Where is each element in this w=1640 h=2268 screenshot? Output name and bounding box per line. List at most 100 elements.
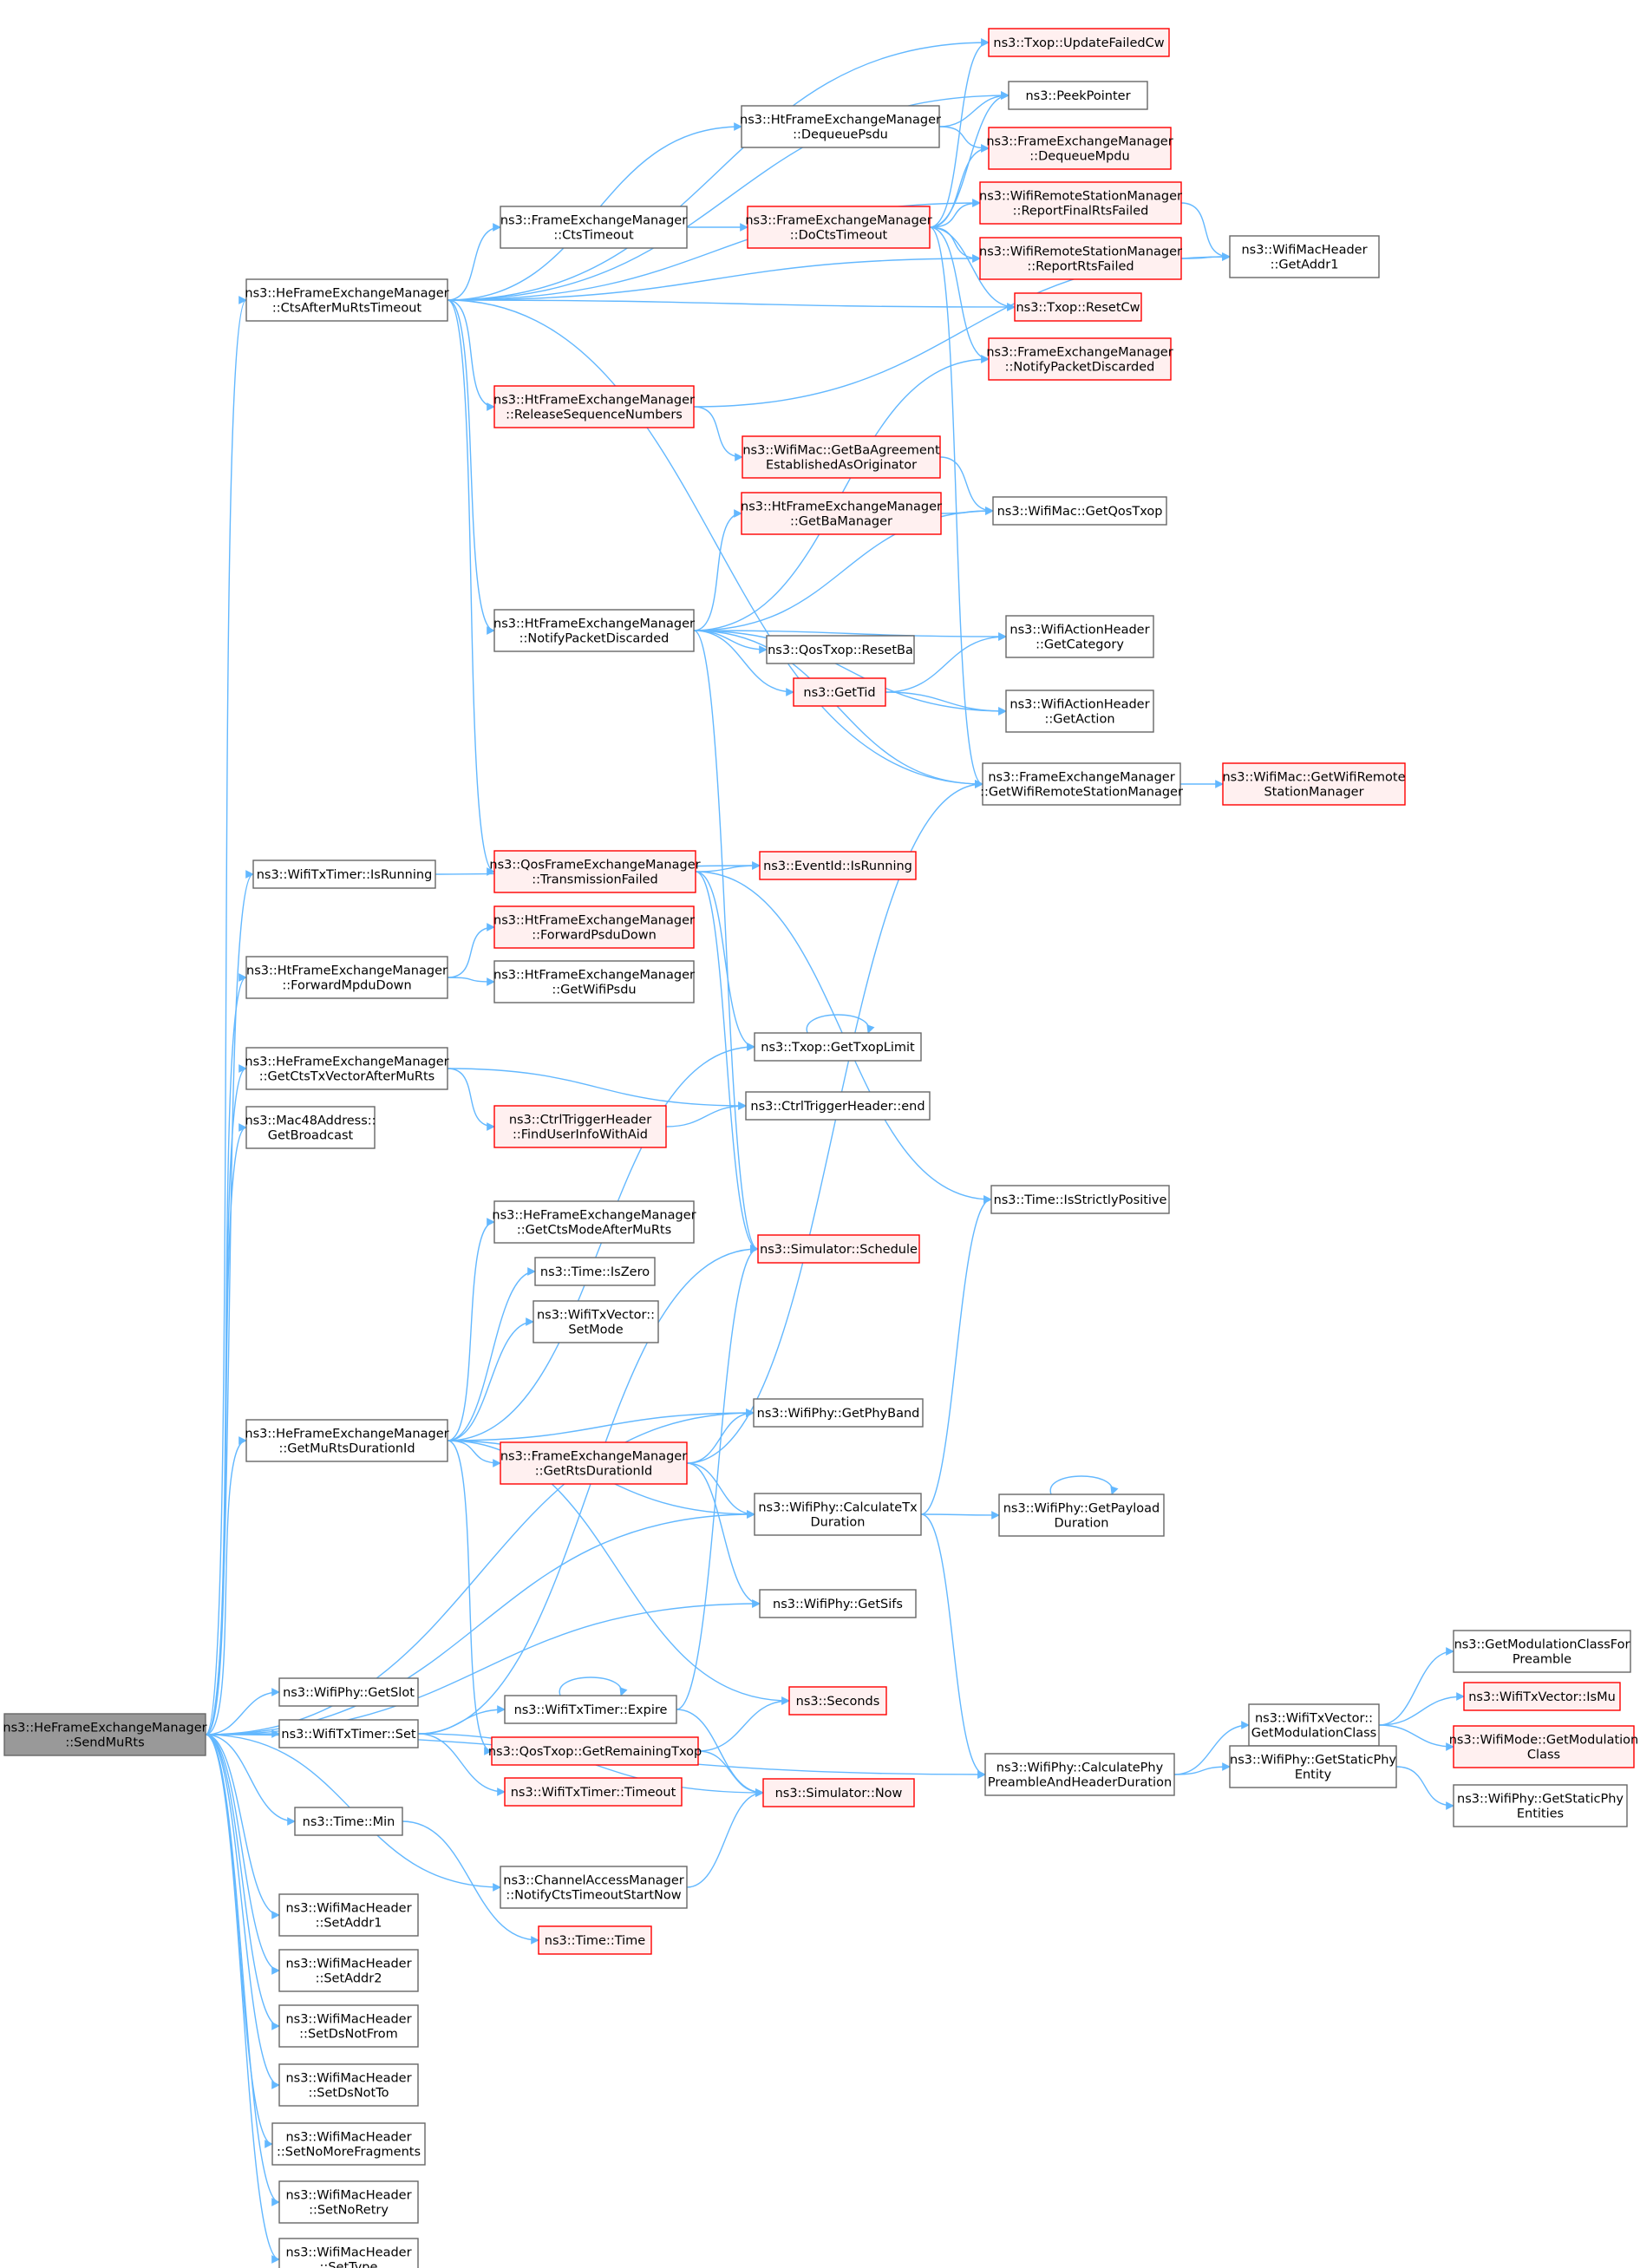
node-qostxop_resetba[interactable]: ns3::QosTxop::ResetBa xyxy=(766,635,915,664)
node-gettid[interactable]: ns3::GetTid xyxy=(793,677,886,707)
node-sendmurts[interactable]: ns3::HeFrameExchangeManager::SendMuRts xyxy=(3,1713,207,1756)
node-setnoretry[interactable]: ns3::WifiMacHeader::SetNoRetry xyxy=(278,2180,419,2224)
node-label: ::ForwardMpduDown xyxy=(282,979,411,993)
node-box xyxy=(245,1419,448,1462)
node-ctrltrig_end[interactable]: ns3::CtrlTriggerHeader::end xyxy=(745,1091,931,1121)
node-ht_releaseseq[interactable]: ns3::HtFrameExchangeManager::ReleaseSequ… xyxy=(493,385,695,428)
node-rsm_reportfinalrts[interactable]: ns3::WifiRemoteStationManager::ReportFin… xyxy=(979,181,1182,225)
node-setnomorefrag[interactable]: ns3::WifiMacHeader::SetNoMoreFragments xyxy=(271,2122,426,2166)
node-rsm_reportrtsfailed[interactable]: ns3::WifiRemoteStationManager::ReportRts… xyxy=(979,237,1182,280)
edge-ht_releaseseq-to-wifimac_getbaagreement xyxy=(693,406,743,461)
node-sim_schedule[interactable]: ns3::Simulator::Schedule xyxy=(757,1234,920,1264)
node-getslot[interactable]: ns3::WifiPhy::GetSlot xyxy=(278,1677,419,1707)
node-wifiphy_getphyband[interactable]: ns3::WifiPhy::GetPhyBand xyxy=(753,1398,924,1428)
node-box xyxy=(747,206,931,249)
node-box xyxy=(1222,762,1406,806)
node-txop_gettxoplimit[interactable]: ns3::Txop::GetTxopLimit xyxy=(754,1032,922,1062)
edge-ht_forwardmpdudown-to-ht_forwardpsdudown xyxy=(447,923,495,978)
node-wifimac_getrsm[interactable]: ns3::WifiMac::GetWifiRemoteStationManage… xyxy=(1222,762,1406,806)
node-label: ns3::QosTxop::GetRemainingTxop xyxy=(488,1745,702,1759)
node-txop_updatefailedcw[interactable]: ns3::Txop::UpdateFailedCw xyxy=(988,28,1170,57)
node-txvec_setmode[interactable]: ns3::WifiTxVector::SetMode xyxy=(533,1300,659,1343)
edge-sendmurts-to-setnomorefrag xyxy=(205,1734,273,2148)
node-box xyxy=(252,859,436,889)
node-wifimode_getmodclass[interactable]: ns3::WifiMode::GetModulationClass xyxy=(1449,1725,1639,1768)
node-time_min[interactable]: ns3::Time::Min xyxy=(294,1807,403,1836)
edge-ht_notifypacketdiscarded-to-gettid xyxy=(693,630,794,696)
node-getmurtsdurationid[interactable]: ns3::HeFrameExchangeManager::GetMuRtsDur… xyxy=(245,1419,449,1462)
node-cam_notifycts[interactable]: ns3::ChannelAccessManager::NotifyCtsTime… xyxy=(500,1866,688,1909)
node-wifimac_getqostxop[interactable]: ns3::WifiMac::GetQosTxop xyxy=(992,496,1167,526)
node-ht_notifypacketdiscarded[interactable]: ns3::HtFrameExchangeManager::NotifyPacke… xyxy=(493,609,695,652)
node-wifiphy_getsifs[interactable]: ns3::WifiPhy::GetSifs xyxy=(759,1589,917,1618)
node-wifitxtimer_expire[interactable]: ns3::WifiTxTimer::Expire xyxy=(504,1695,677,1724)
node-ht_forwardmpdudown[interactable]: ns3::HtFrameExchangeManager::ForwardMpdu… xyxy=(245,956,448,999)
node-time_isstrictlypositive[interactable]: ns3::Time::IsStrictlyPositive xyxy=(990,1185,1170,1214)
node-box xyxy=(1014,292,1142,322)
node-wifitxtimer_isrunning[interactable]: ns3::WifiTxTimer::IsRunning xyxy=(252,859,436,889)
node-macheader_getaddr1[interactable]: ns3::WifiMacHeader::GetAddr1 xyxy=(1229,235,1380,278)
node-fem_getrtsdurationid[interactable]: ns3::FrameExchangeManager::GetRtsDuratio… xyxy=(500,1441,688,1485)
node-fem_getwifirsm[interactable]: ns3::FrameExchangeManager::GetWifiRemote… xyxy=(980,762,1183,806)
node-eventid_isrunning[interactable]: ns3::EventId::IsRunning xyxy=(759,851,917,880)
node-qos_transmissionfailed[interactable]: ns3::QosFrameExchangeManager::Transmissi… xyxy=(489,850,701,893)
node-txop_resetcw[interactable]: ns3::Txop::ResetCw xyxy=(1014,292,1142,322)
edge-sendmurts-to-getmurtsdurationid xyxy=(205,1436,247,1735)
node-qos_getremainingtxop[interactable]: ns3::QosTxop::GetRemainingTxop xyxy=(488,1736,702,1766)
node-ctsaftermurts[interactable]: ns3::HeFrameExchangeManager::CtsAfterMuR… xyxy=(245,278,449,322)
node-peekpointer[interactable]: ns3::PeekPointer xyxy=(1008,81,1148,110)
edge-ctsaftermurts-to-fem_getwifirsm xyxy=(447,299,983,788)
edge-fem_getrtsdurationid-to-wifiphy_getsifs xyxy=(686,1462,761,1608)
edge-sendmurts-to-setaddr2 xyxy=(205,1734,280,1975)
node-time_iszero[interactable]: ns3::Time::IsZero xyxy=(534,1257,656,1286)
node-ht_dequeuepsdu[interactable]: ns3::HtFrameExchangeManager::DequeuePsdu xyxy=(740,105,941,148)
node-ht_forwardpsdudown[interactable]: ns3::HtFrameExchangeManager::ForwardPsdu… xyxy=(493,905,695,949)
node-wifimac_getbaagreement[interactable]: ns3::WifiMac::GetBaAgreementEstablishedA… xyxy=(742,435,941,479)
node-setaddr2[interactable]: ns3::WifiMacHeader::SetAddr2 xyxy=(278,1949,419,1992)
edge-getmurtsdurationid-to-getctsmode xyxy=(447,1218,495,1441)
node-txvec_ismu[interactable]: ns3::WifiTxVector::IsMu xyxy=(1463,1682,1621,1711)
node-getctstxvector[interactable]: ns3::HeFrameExchangeManager::GetCtsTxVec… xyxy=(245,1047,449,1090)
node-wifitxtimer_timeout[interactable]: ns3::WifiTxTimer::Timeout xyxy=(504,1777,683,1807)
node-time_time[interactable]: ns3::Time::Time xyxy=(538,1925,652,1955)
node-sim_now[interactable]: ns3::Simulator::Now xyxy=(762,1778,915,1807)
node-actionhdr_getaction[interactable]: ns3::WifiActionHeader::GetAction xyxy=(1005,690,1154,733)
node-ht_getbamanager[interactable]: ns3::HtFrameExchangeManager::GetBaManage… xyxy=(741,492,942,535)
node-setdsnotto[interactable]: ns3::WifiMacHeader::SetDsNotTo xyxy=(278,2063,419,2107)
node-box xyxy=(533,1300,659,1343)
node-fem_ctstimeout[interactable]: ns3::FrameExchangeManager::CtsTimeout xyxy=(500,206,688,249)
node-txvec_getmodclass[interactable]: ns3::WifiTxVector::GetModulationClass xyxy=(1248,1703,1380,1747)
node-fem_notifypacketdiscarded[interactable]: ns3::FrameExchangeManager::NotifyPacketD… xyxy=(986,337,1173,381)
node-wifiphy_calcpreamble[interactable]: ns3::WifiPhy::CalculatePhyPreambleAndHea… xyxy=(984,1753,1175,1796)
node-label: ns3::WifiMacHeader xyxy=(285,2013,411,2027)
node-label: ns3::Seconds xyxy=(796,1695,880,1709)
node-settype[interactable]: ns3::WifiMacHeader::SetType xyxy=(278,2238,419,2268)
node-findusrinfo[interactable]: ns3::CtrlTriggerHeader::FindUserInfoWith… xyxy=(493,1105,667,1148)
node-getbroadcast[interactable]: ns3::Mac48Address::GetBroadcast xyxy=(245,1106,376,1149)
node-setdsnotfrom[interactable]: ns3::WifiMacHeader::SetDsNotFrom xyxy=(278,2004,419,2048)
node-label: ns3::Time::Min xyxy=(303,1815,395,1829)
edge-ctsaftermurts-to-rsm_reportrtsfailed xyxy=(447,254,981,301)
node-label: ns3::WifiPhy::CalculatePhy xyxy=(996,1761,1164,1775)
node-getctsmode[interactable]: ns3::HeFrameExchangeManager::GetCtsModeA… xyxy=(492,1200,696,1244)
node-ht_getwifipsdu[interactable]: ns3::HtFrameExchangeManager::GetWifiPsdu xyxy=(493,960,695,1003)
node-actionhdr_getcategory[interactable]: ns3::WifiActionHeader::GetCategory xyxy=(1005,615,1154,658)
node-fem_dequeuempdu[interactable]: ns3::FrameExchangeManager::DequeueMpdu xyxy=(986,127,1173,170)
node-wifitxtimer_set[interactable]: ns3::WifiTxTimer::Set xyxy=(278,1719,419,1748)
node-fem_doctstimeout[interactable]: ns3::FrameExchangeManager::DoCtsTimeout xyxy=(745,206,932,249)
node-setaddr1[interactable]: ns3::WifiMacHeader::SetAddr1 xyxy=(278,1893,419,1937)
edge-ctsaftermurts-to-ht_releaseseq xyxy=(447,299,495,411)
node-label: ns3::HeFrameExchangeManager xyxy=(3,1722,206,1735)
node-label: ns3::WifiMode::GetModulation xyxy=(1449,1734,1639,1748)
edge-fem_getrtsdurationid-to-wifiphy_calctxduration xyxy=(686,1462,755,1519)
node-box xyxy=(741,105,940,148)
node-label: ::NotifyPacketDiscarded xyxy=(1005,361,1155,375)
node-label: ns3::HtFrameExchangeManager xyxy=(493,969,695,983)
node-seconds[interactable]: ns3::Seconds xyxy=(788,1686,887,1716)
edge-wifiphy_getstaticphyentity-to-wifiphy_getstaticphyentities xyxy=(1395,1766,1454,1810)
